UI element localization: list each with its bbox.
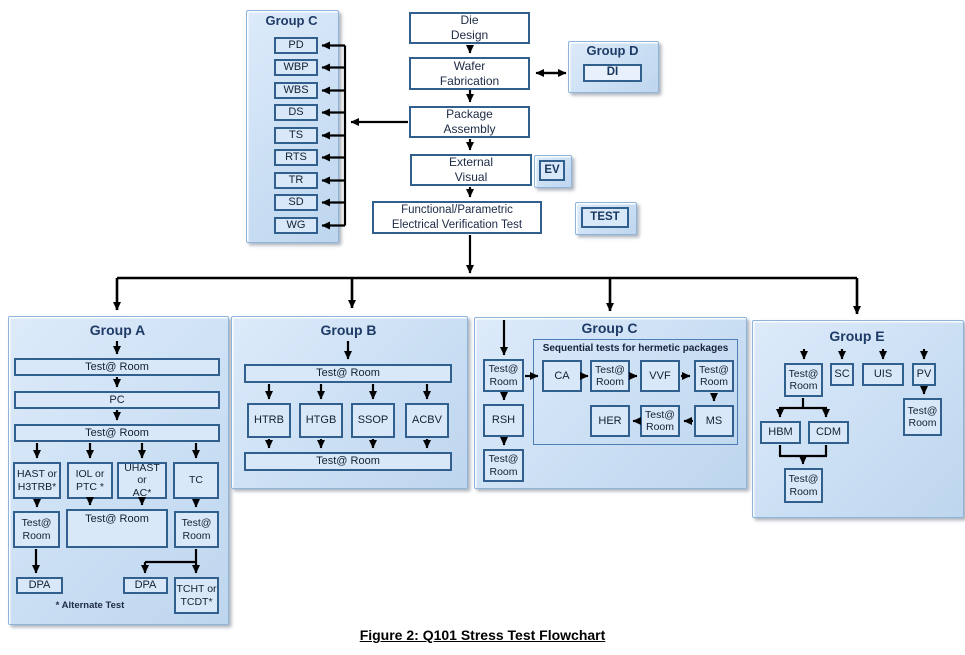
external-visual-box: External Visual: [410, 154, 532, 186]
group-c-item-wg: WG: [274, 217, 318, 234]
group-c-rsh-box: RSH: [483, 404, 524, 437]
group-c-item-wbp: WBP: [274, 59, 318, 76]
group-a-title: Group A: [89, 322, 146, 338]
group-b-htgb-box: HTGB: [299, 403, 343, 438]
group-e-test-room-2: Test@ Room: [784, 468, 823, 503]
group-a-iol-box: IOL or PTC *: [67, 462, 113, 499]
group-c-item-rts: RTS: [274, 149, 318, 166]
group-d-title: Group D: [586, 43, 639, 58]
group-c-ms-box: MS: [694, 405, 734, 437]
group-b-test-room-1: Test@ Room: [244, 364, 452, 383]
group-a-uhast-box: UHAST or AC*: [117, 462, 167, 499]
group-a-hast-box: HAST or H3TRB*: [13, 462, 61, 499]
group-e-pv-box: PV: [912, 363, 936, 386]
group-e-test-room-1: Test@ Room: [784, 363, 823, 397]
ev-badge: EV: [539, 160, 565, 181]
group-c-item-ts: TS: [274, 127, 318, 144]
group-a-dpa-right-box: DPA: [123, 577, 168, 594]
sequential-tests-container: [533, 339, 738, 445]
group-b-ssop-box: SSOP: [351, 403, 395, 438]
group-c-item-tr: TR: [274, 172, 318, 189]
group-c-top-title: Group C: [265, 13, 318, 28]
group-a-test-room-1: Test@ Room: [14, 358, 220, 376]
sequential-tests-label: Sequential tests for hermetic packages: [542, 343, 729, 354]
alternate-test-note: * Alternate Test: [55, 600, 125, 611]
group-b-title: Group B: [320, 322, 377, 338]
group-e-hbm-box: HBM: [760, 421, 801, 444]
group-c-item-ds: DS: [274, 104, 318, 121]
group-b-htrb-box: HTRB: [247, 403, 291, 438]
group-a-test-room-4: Test@ Room: [66, 509, 168, 548]
group-c-bottom-title: Group C: [581, 320, 638, 336]
die-design-box: Die Design: [409, 12, 530, 44]
group-a-dpa-left-box: DPA: [16, 577, 63, 594]
group-d-item-di: DI: [583, 64, 642, 82]
package-assembly-box: Package Assembly: [409, 106, 530, 138]
group-a-tcht-box: TCHT or TCDT*: [174, 577, 219, 614]
group-c-test-room-4: Test@ Room: [694, 360, 734, 392]
group-c-test-room-3: Test@ Room: [590, 360, 630, 392]
functional-parametric-box: Functional/Parametric Electrical Verific…: [372, 201, 542, 234]
group-b-test-room-2: Test@ Room: [244, 452, 452, 471]
test-badge: TEST: [581, 207, 629, 228]
group-e-sc-box: SC: [830, 363, 854, 386]
group-c-vvf-box: VVF: [640, 360, 680, 392]
group-a-test-room-3: Test@ Room: [13, 511, 60, 548]
group-c-test-room-5: Test@ Room: [640, 405, 680, 437]
group-c-item-sd: SD: [274, 194, 318, 211]
group-c-ca-box: CA: [542, 360, 582, 392]
group-a-test-room-5: Test@ Room: [174, 511, 219, 548]
group-b-acbv-box: ACBV: [405, 403, 449, 438]
group-e-test-room-3: Test@ Room: [903, 398, 942, 436]
group-e-title: Group E: [829, 328, 885, 344]
group-a-test-room-2: Test@ Room: [14, 424, 220, 442]
group-c-item-pd: PD: [274, 37, 318, 54]
group-a-tc-box: TC: [173, 462, 219, 499]
group-c-test-room-1: Test@ Room: [483, 359, 524, 392]
figure-caption: Figure 2: Q101 Stress Test Flowchart: [359, 627, 606, 643]
wafer-fabrication-box: Wafer Fabrication: [409, 57, 530, 90]
group-c-her-box: HER: [590, 405, 630, 437]
group-e-cdm-box: CDM: [808, 421, 849, 444]
group-c-item-wbs: WBS: [274, 82, 318, 99]
group-a-pc-box: PC: [14, 391, 220, 409]
group-c-test-room-2: Test@ Room: [483, 449, 524, 482]
group-e-uis-box: UIS: [862, 363, 904, 386]
